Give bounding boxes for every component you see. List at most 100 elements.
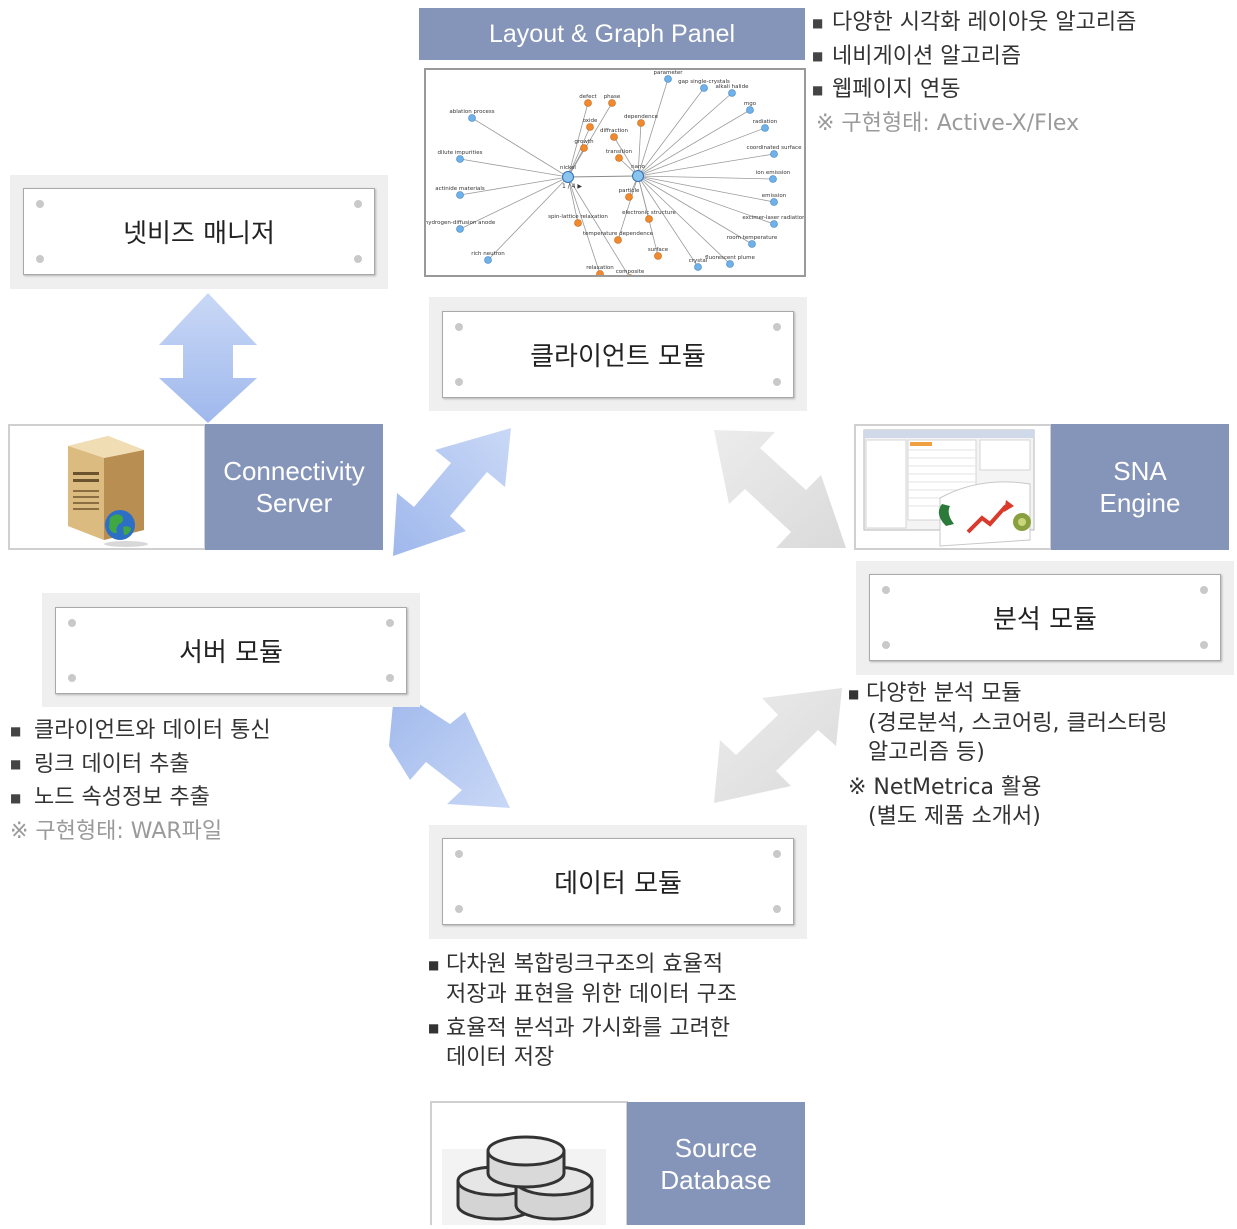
graph-edge: [567, 102, 613, 178]
analysis-module-label: 분석 모듈: [993, 605, 1097, 635]
graph-edge: [637, 175, 731, 265]
graph-node-label: dependence: [624, 114, 659, 120]
graph-node-orange: [615, 154, 623, 162]
data-notes: ■다차원 복합링크구조의 효율적 저장과 표현을 위한 데이터 구조 ■효율적 …: [428, 952, 738, 1070]
data-module-box[interactable]: 데이터 모듈: [442, 838, 794, 925]
graph-edge: [567, 176, 579, 224]
sna-engine-icon: [863, 429, 1035, 547]
analysis-ref-note: ※ NetMetrica 활용: [848, 774, 1042, 800]
connectivity-server-label: Connectivity Server: [205, 424, 383, 550]
graph-edge: [567, 176, 631, 279]
graph-edge: [637, 109, 751, 177]
graph-node-label: temperature dependence: [583, 231, 654, 237]
graph-edge: [637, 175, 774, 180]
graph-node-label: diffraction: [600, 128, 629, 134]
graph-node-label: composite: [616, 269, 645, 275]
sna-engine-label: SNA Engine: [1051, 424, 1229, 550]
graph-node-blue: [726, 260, 734, 268]
analysis-notes: ■다양한 분석 모듈 (경로분석, 스코어링, 클러스터링 알고리즘 등) ※ …: [848, 681, 1168, 829]
arrow-client-sna: [714, 430, 846, 548]
graph-node-label: radiation: [753, 119, 778, 125]
graph-edge: [637, 175, 753, 245]
graph-node-blue: [728, 89, 736, 97]
graph-node-blue: [456, 155, 464, 163]
server-module-box[interactable]: 서버 모듈: [55, 607, 407, 694]
server-note-item: ■링크 데이터 추출: [10, 751, 190, 777]
graph-edge: [471, 117, 569, 178]
graph-node-orange: [645, 215, 653, 223]
graph-edge: [617, 175, 639, 241]
manager-module: 넷비즈 매니저: [10, 175, 388, 289]
source-database-label: Source Database: [627, 1102, 805, 1225]
graph-node-orange: [654, 252, 662, 260]
server-note-item: ■클라이언트와 데이터 통신: [10, 718, 271, 743]
graph-node-orange: [574, 219, 582, 227]
graph-node-blue: [664, 75, 672, 83]
graph-edge: [567, 102, 589, 178]
graph-node-blue: [770, 220, 778, 228]
graph-node-blue: [769, 175, 777, 183]
graph-node-label: parameter: [653, 70, 683, 76]
layout-graph-panel-label: Layout & Graph Panel: [419, 8, 805, 60]
graph-node-label: dilute impurities: [438, 150, 483, 156]
graph-node-blue: [700, 84, 708, 92]
server-impl-note: ※ 구현형태: WAR파일: [10, 818, 223, 844]
layout-impl-note: ※ 구현형태: Active-X/Flex: [816, 110, 1080, 136]
graph-node-label: hydrogen-diffusion anode: [426, 220, 496, 226]
graph-node-orange: [625, 193, 633, 201]
arrow-client-server: [393, 428, 511, 556]
graph-edge: [459, 176, 569, 196]
server-note-item: ■노드 속성정보 추출: [10, 785, 210, 810]
graph-edge: [637, 78, 669, 177]
graph-node-label: electronic structure: [622, 210, 676, 216]
graph-edge: [637, 175, 775, 203]
graph-edge: [567, 176, 601, 275]
server-icon: [68, 436, 148, 547]
manager-module-box[interactable]: 넷비즈 매니저: [23, 188, 375, 275]
graph-edge: [637, 122, 642, 177]
database-icon: [442, 1135, 606, 1225]
graph-edge: [459, 158, 569, 178]
graph-node-blue: [746, 106, 754, 114]
sna-engine-image: [854, 424, 1052, 550]
graph-pager: 1 / 4 ▶: [562, 183, 582, 190]
graph-node-label: transition: [606, 149, 633, 155]
graph-hub-node: [562, 171, 574, 183]
graph-node-blue: [484, 256, 492, 264]
graph-node-label: relaxation: [586, 265, 614, 271]
client-module-label: 클라이언트 모듈: [530, 342, 706, 372]
graph-node-orange: [580, 144, 588, 152]
graph-hub-node: [632, 170, 644, 182]
graph-node-blue: [456, 225, 464, 233]
graph-edge: [637, 92, 733, 177]
graph-node-label: growth: [574, 139, 594, 145]
analysis-module-box[interactable]: 분석 모듈: [869, 574, 1221, 661]
graph-node-blue: [770, 150, 778, 158]
graph-node-label: ablation process: [449, 109, 494, 115]
analysis-note-item: ■다양한 분석 모듈: [848, 681, 1022, 706]
graph-node-blue: [748, 240, 756, 248]
graph-node-orange: [614, 236, 622, 244]
graph-edge: [567, 175, 639, 178]
arrow-manager-server: [159, 293, 257, 423]
graph-node-label: gap single-crystals: [678, 79, 730, 85]
graph-node-orange: [610, 133, 618, 141]
graph-node-blue: [468, 114, 476, 122]
graph-node-label: emission: [762, 193, 787, 199]
server-notes: ■클라이언트와 데이터 통신 ■링크 데이터 추출 ■노드 속성정보 추출 ※ …: [10, 714, 271, 848]
data-note-item: ■효율적 분석과 가시화를 고려한: [428, 1015, 731, 1041]
client-module-box[interactable]: 클라이언트 모듈: [442, 311, 794, 398]
layout-notes: ■다양한 시각화 레이아웃 알고리즘 ■네비게이션 알고리즘 ■웹페이지 연동 …: [812, 6, 1136, 140]
data-module: 데이터 모듈: [429, 825, 807, 939]
server-module: 서버 모듈: [42, 593, 420, 707]
manager-module-label: 넷비즈 매니저: [123, 219, 275, 249]
graph-node-label: nano: [631, 164, 645, 170]
data-note-item: ■다차원 복합링크구조의 효율적: [428, 952, 724, 977]
graph-node-label: mgo: [744, 101, 757, 107]
analysis-module: 분석 모듈: [856, 561, 1234, 675]
data-module-label: 데이터 모듈: [554, 869, 682, 899]
graph-node-label: room temperature: [727, 235, 778, 241]
